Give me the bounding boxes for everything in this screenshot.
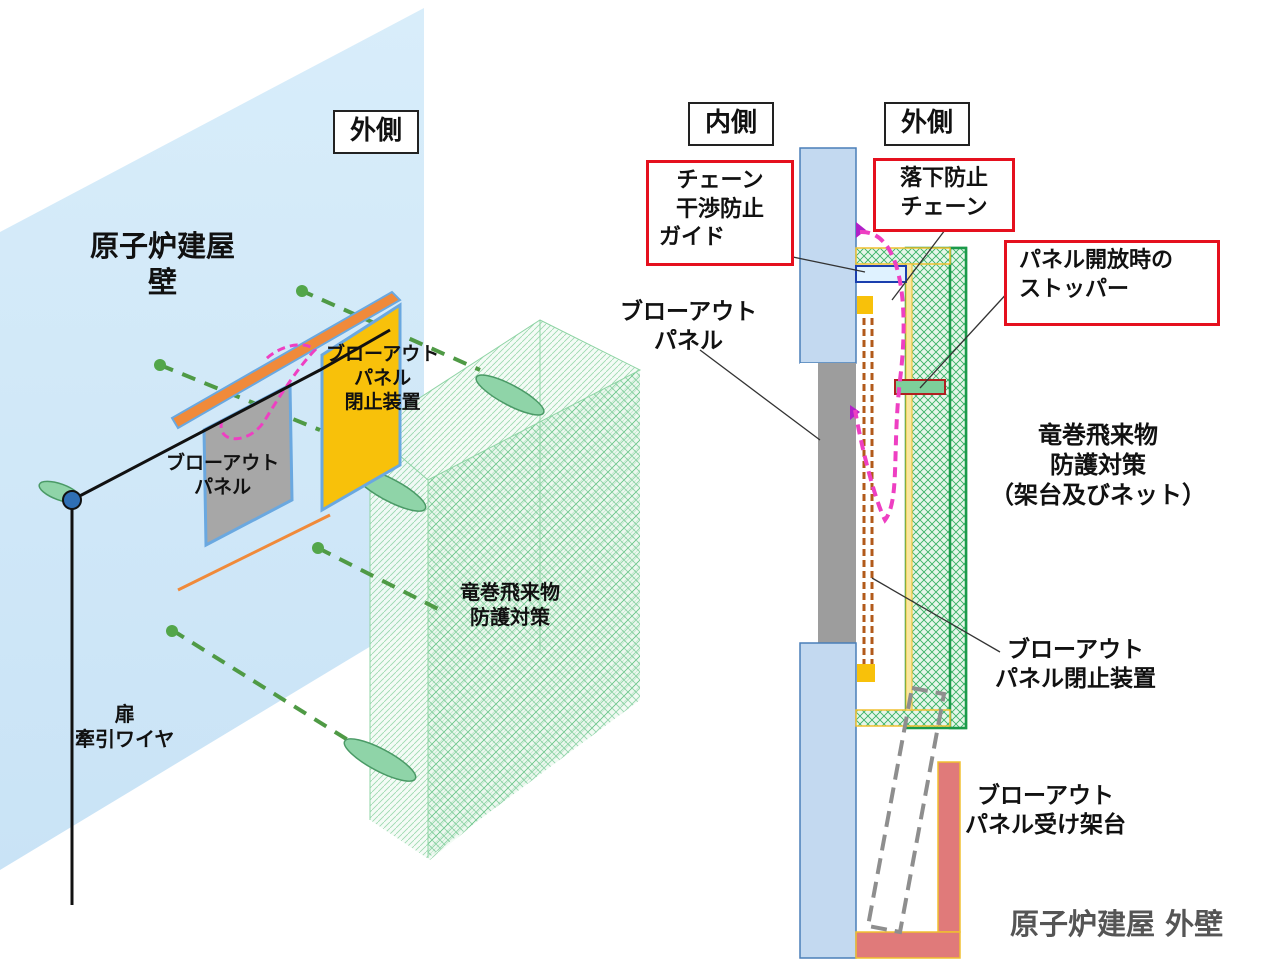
reactor-outer-wall-lower xyxy=(799,642,857,959)
wall-label-line2: 壁 xyxy=(148,265,178,300)
blowout-panel-right xyxy=(818,363,856,643)
right-closure-device-line2: パネル閉止装置 xyxy=(995,665,1156,692)
door-wire-line2: 牽引ワイヤ xyxy=(75,727,175,751)
chain-guide-line2: 干渉防止 xyxy=(675,196,764,222)
right-tornado-line2: 防護対策 xyxy=(1050,451,1146,479)
receiver-frame-line2: パネル受け架台 xyxy=(965,811,1126,838)
fall-chain-line1: 落下防止 xyxy=(899,166,988,191)
door-wire-line1: 扉 xyxy=(114,702,135,726)
right-closure-device-line1: ブローアウト xyxy=(1006,637,1145,663)
door-wire-label: 扉 牽引ワイヤ xyxy=(75,702,174,752)
chain-guide-line1: チェーン xyxy=(676,168,764,193)
right-closure-device-label: ブローアウト パネル閉止装置 xyxy=(995,636,1156,694)
right-blowout-panel-line2: パネル xyxy=(654,327,724,354)
left-blowout-panel-label: ブローアウト パネル xyxy=(166,452,279,500)
fall-chain-line2: チェーン xyxy=(900,194,988,220)
receiver-frame-label: ブローアウト パネル受け架台 xyxy=(965,782,1126,840)
door-pulling-wire xyxy=(71,328,391,502)
left-closure-device-line1: ブローアウト xyxy=(326,343,440,365)
wall-label: 原子炉建屋 壁 xyxy=(90,228,235,301)
right-outside-label: 外側 xyxy=(884,102,970,146)
tornado-protection-box-left xyxy=(369,319,642,860)
left-outside-label: 外側 xyxy=(333,110,419,154)
fall-prevention-chain xyxy=(853,229,906,524)
right-tornado-line1: 竜巻飛来物 xyxy=(1038,421,1158,449)
left-closure-device-label: ブローアウト パネル 閉止装置 xyxy=(326,343,439,414)
left-blowout-panel-line2: パネル xyxy=(194,475,252,498)
right-tornado-line3: （架台及びネット） xyxy=(990,481,1206,509)
right-tornado-label: 竜巻飛来物 防護対策 （架台及びネット） xyxy=(990,420,1206,510)
wall-label-line1: 原子炉建屋 xyxy=(90,229,236,263)
right-blowout-panel-line1: ブローアウト xyxy=(620,299,758,325)
left-blowout-panel-line1: ブローアウト xyxy=(166,452,280,474)
left-tornado-line1: 竜巻飛来物 xyxy=(460,580,560,604)
left-closure-device-line2: パネル xyxy=(354,366,412,389)
chain-guide-label: チェーン 干渉防止 ガイド xyxy=(646,160,794,266)
stopper-label: パネル開放時の ストッパー xyxy=(1004,240,1220,326)
closure-device-right xyxy=(862,318,874,668)
left-tornado-line2: 防護対策 xyxy=(470,605,550,629)
stopper-line1: パネル開放時の xyxy=(1019,248,1174,273)
fallen-panel-outline xyxy=(865,685,947,935)
left-closure-device-line3: 閉止装置 xyxy=(344,390,421,413)
reactor-outer-wall-upper xyxy=(799,147,857,364)
right-blowout-panel-label: ブローアウト パネル xyxy=(620,298,757,356)
outer-wall-label: 原子炉建屋 外壁 xyxy=(1010,907,1224,941)
chain-guide-line3: ガイド xyxy=(659,225,726,251)
fall-chain-label: 落下防止 チェーン xyxy=(873,158,1015,232)
panel-stopper xyxy=(894,379,946,395)
inside-label: 内側 xyxy=(688,102,774,146)
stopper-line2: ストッパー xyxy=(1019,276,1130,302)
panel-receiver-frame xyxy=(937,761,961,933)
left-tornado-label: 竜巻飛来物 防護対策 xyxy=(460,580,560,630)
receiver-frame-line1: ブローアウト xyxy=(976,783,1115,809)
